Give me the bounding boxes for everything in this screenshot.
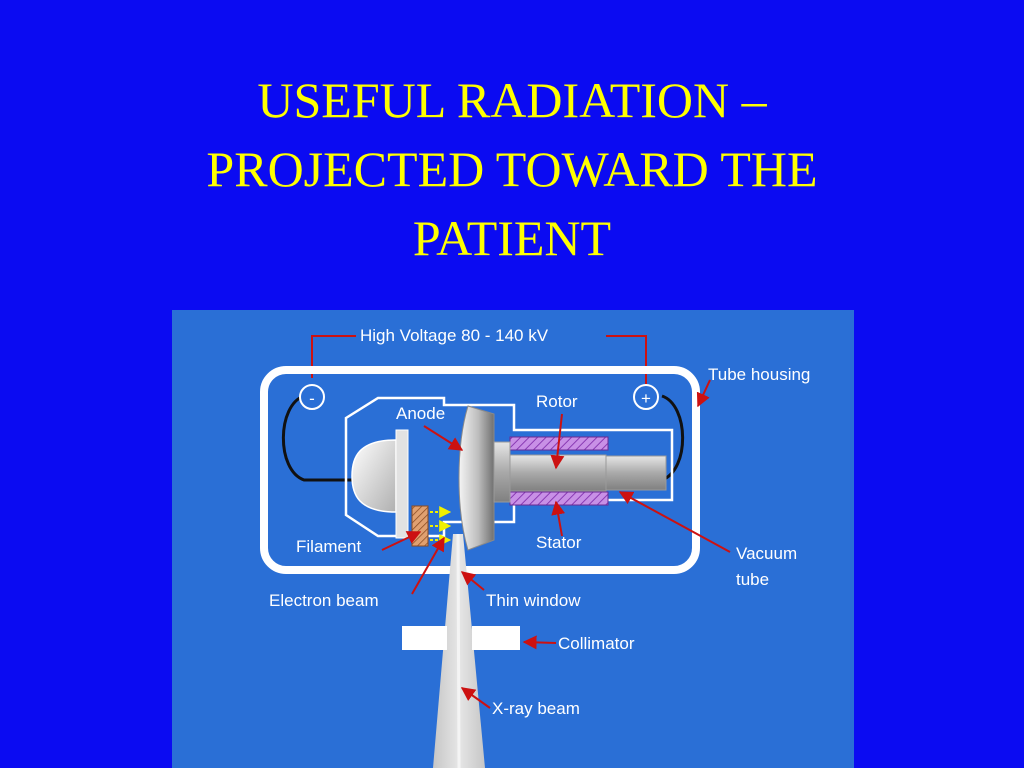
- focusing-plate: [395, 429, 409, 539]
- minus-sign-icon: -: [309, 389, 315, 408]
- leader-lines: [381, 379, 731, 709]
- label-xray-beam: X-ray beam: [492, 699, 580, 718]
- diagram-background: [172, 310, 854, 768]
- label-tube-housing: Tube housing: [708, 365, 810, 384]
- stator-coil-bottom: [509, 491, 609, 506]
- label-filament: Filament: [296, 537, 361, 556]
- label-electron-beam: Electron beam: [269, 591, 379, 610]
- label-stator: Stator: [536, 533, 582, 552]
- central-ray: [456, 533, 461, 768]
- filament: [411, 505, 429, 547]
- label-anode: Anode: [396, 404, 445, 423]
- plus-sign-icon: +: [641, 389, 651, 408]
- slide-title: USEFUL RADIATION – PROJECTED TOWARD THE …: [60, 66, 964, 273]
- anode-disk: [458, 405, 495, 551]
- cathode-terminal: -: [299, 384, 325, 410]
- title-line-1: USEFUL RADIATION –: [257, 72, 767, 128]
- label-thin-window: Thin window: [486, 591, 581, 610]
- title-line-2: PROJECTED TOWARD THE: [206, 141, 818, 197]
- label-collimator: Collimator: [558, 634, 635, 653]
- title-line-3: PATIENT: [412, 210, 612, 266]
- rotor-bearing: [605, 455, 667, 491]
- collimator-left-blade: [402, 626, 447, 650]
- label-rotor: Rotor: [536, 392, 578, 411]
- cathode-cup: [351, 439, 397, 513]
- label-vacuum: Vacuum: [736, 544, 797, 563]
- anode-terminal: +: [633, 384, 659, 410]
- cathode-cable: [281, 394, 358, 482]
- label-vacuum-tube: tube: [736, 570, 769, 589]
- collimator-right-blade: [472, 626, 520, 650]
- tube-housing: [260, 366, 700, 574]
- label-high-voltage: High Voltage 80 - 140 kV: [360, 326, 549, 345]
- xray-tube-svg: - +: [172, 310, 854, 768]
- anode-hub: [493, 441, 511, 503]
- xray-tube-diagram: - +: [172, 310, 854, 768]
